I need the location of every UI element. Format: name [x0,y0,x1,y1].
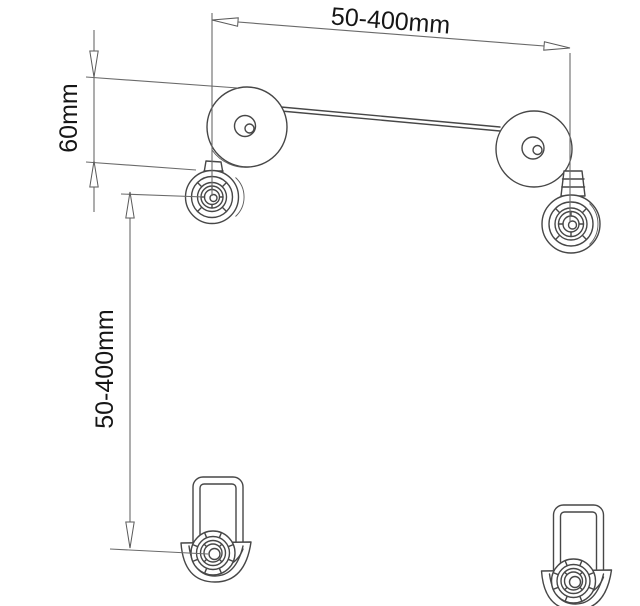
left-roller-band-cuts [196,181,228,213]
left-disc-assembly [184,86,288,225]
dim-arrowhead-down [125,521,135,549]
dim-arrowhead-down [89,50,99,78]
top-dim-line [211,19,571,49]
right-neck [560,170,586,197]
right-roller-band-cuts [555,208,587,240]
dim-arrowhead-right [543,41,571,53]
right-wall-roller [541,194,601,254]
dim-arrowhead-left [211,15,239,27]
left-roller-depth-edge [235,177,245,217]
right-disc-assembly [495,110,601,254]
left-wall-roller [184,169,245,225]
bottom-left-wall-bracket [180,476,252,583]
height-extension-bottom [109,548,209,555]
connecting-bar [280,106,501,132]
top-width-label: 50-400mm [330,2,451,39]
offset-extension-top [85,76,239,89]
right-neck-lines [561,178,586,188]
left-disc-hub-center [244,123,255,134]
wall-mount-components [180,86,613,606]
right-roller-hub-cuts [557,210,585,238]
left-roller-center [209,193,218,203]
dimension-annotations: 50-400mm 60mm 50-400mm [55,2,571,555]
dim-arrowhead-up [125,191,135,219]
right-roller-band [554,207,588,241]
right-disc-hub-center [532,144,543,156]
right-roller-center [567,220,578,230]
right-roller-depth-edge [589,203,599,245]
height-dimension: 50-400mm [91,191,209,555]
offset-extension-bottom [85,161,197,171]
height-extension-top [120,193,205,198]
offset-dimension: 60mm [55,30,239,212]
offset-label: 60mm [55,83,83,152]
left-roller-hub-cuts [200,185,224,209]
right-roller-ring [548,201,594,247]
height-label: 50-400mm [91,309,119,429]
left-disc-depth-edge [211,149,252,168]
bottom-right-wall-bracket [540,504,613,606]
dim-arrowhead-up [89,160,99,188]
